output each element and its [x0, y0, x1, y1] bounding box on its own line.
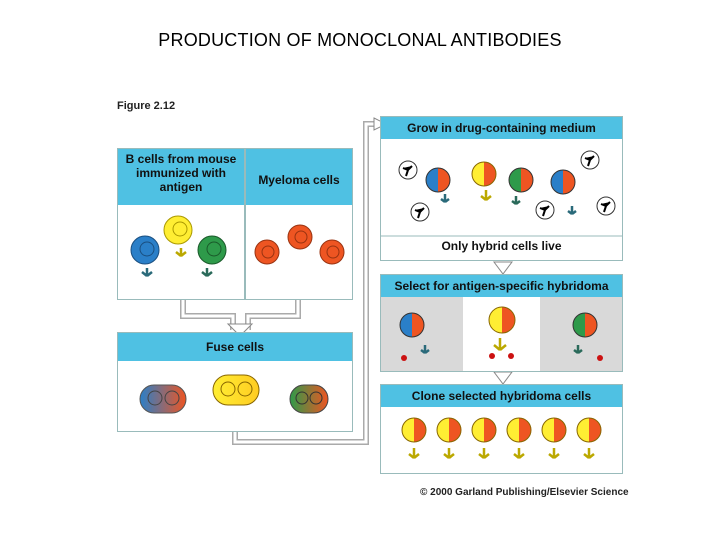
dying-cell-3 — [535, 200, 555, 220]
clone-cell-6 — [576, 417, 602, 459]
fused-cell-yellow — [212, 374, 260, 406]
select-hybrid-green — [572, 312, 603, 361]
fused-cell-green — [289, 384, 329, 414]
arrow-to-clone — [493, 371, 513, 385]
myeloma-cell-3 — [319, 239, 345, 265]
clone-cell-4 — [506, 417, 532, 459]
clone-cell-1 — [401, 417, 427, 459]
grow-header: Grow in drug-containing medium — [381, 117, 622, 139]
b-cells-header: B cells from mouse immunized with antige… — [118, 149, 244, 205]
fused-cell-blue — [139, 384, 187, 414]
b-cell-yellow — [163, 215, 193, 257]
dying-cell-1 — [398, 160, 418, 180]
figure-label: Figure 2.12 — [117, 100, 176, 112]
hybrid-blue-grow — [425, 167, 451, 203]
arrow-to-select — [493, 261, 513, 275]
select-hybrid-blue — [399, 312, 430, 361]
select-header: Select for antigen-specific hybridoma — [381, 275, 622, 297]
b-cell-blue — [130, 235, 160, 277]
clone-header: Clone selected hybridoma cells — [381, 385, 622, 407]
arrow-to-fuse — [226, 323, 254, 337]
hybrid-blue-grow-2 — [550, 169, 577, 215]
grow-panel: Grow in drug-containing medium Only hybr… — [380, 116, 623, 261]
page-title: PRODUCTION OF MONOCLONAL ANTIBODIES — [158, 30, 562, 50]
fuse-header: Fuse cells — [118, 333, 352, 361]
myeloma-cell-1 — [254, 239, 280, 265]
myeloma-cell-2 — [287, 224, 313, 250]
myeloma-panel: Myeloma cells — [245, 148, 353, 300]
dying-cell-5 — [596, 196, 616, 216]
copyright-text: © 2000 Garland Publishing/Elsevier Scien… — [420, 487, 629, 498]
dying-cell-4 — [580, 150, 600, 170]
clone-cell-5 — [541, 417, 567, 459]
clone-cell-3 — [471, 417, 497, 459]
hybrid-green-grow — [508, 167, 534, 205]
dying-cell-2 — [410, 202, 430, 222]
select-hybrid-yellow — [488, 306, 516, 359]
clone-cell-2 — [436, 417, 462, 459]
myeloma-header: Myeloma cells — [246, 149, 352, 205]
only-hybrid-caption: Only hybrid cells live — [441, 239, 562, 253]
b-cell-green — [197, 235, 227, 277]
hybrid-yellow-grow — [471, 161, 497, 201]
